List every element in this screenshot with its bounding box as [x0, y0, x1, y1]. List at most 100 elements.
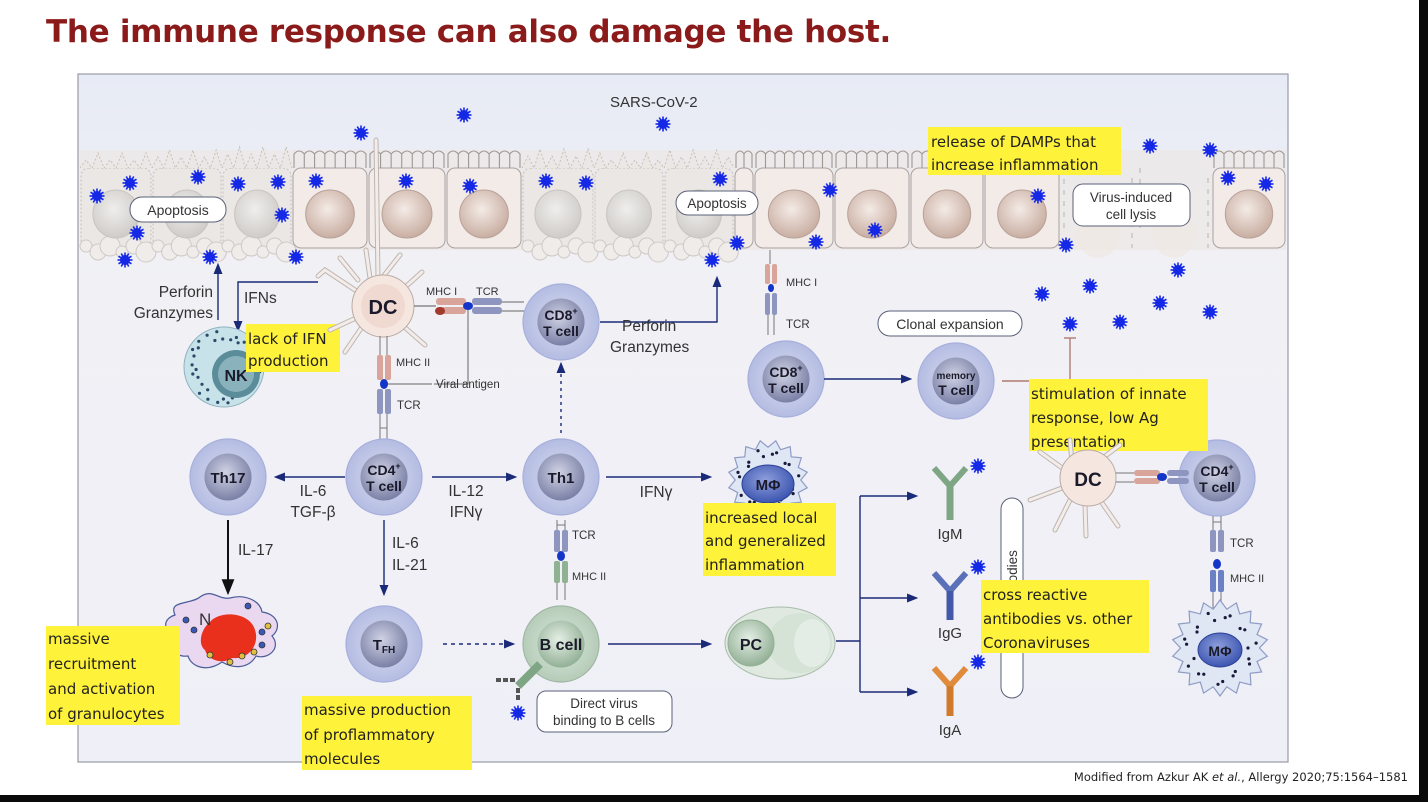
cd4-t-cell: CD4+T cell: [345, 438, 423, 516]
svg-text:IL-12: IL-12: [448, 483, 483, 500]
mhc2-tcr-complex: MHC II TCR: [377, 336, 430, 440]
highlight-proflammatory: massive production of proflammatory mole…: [302, 696, 472, 770]
clonal-expansion-box: Clonal expansion: [877, 310, 1023, 337]
virus-particles: [89, 107, 1274, 721]
svg-text:massive: massive: [48, 630, 110, 648]
igm-antibody: IgM: [931, 466, 969, 543]
svg-text:IgA: IgA: [939, 722, 962, 739]
cell-label: T cell: [1199, 479, 1235, 495]
macrophage-center: MΦ: [727, 439, 809, 521]
virus-icon: [274, 207, 290, 223]
svg-text:Clonal expansion: Clonal expansion: [896, 316, 1003, 332]
svg-text:MHC II: MHC II: [396, 357, 430, 369]
svg-text:DC: DC: [369, 297, 398, 319]
svg-text:stimulation of innate: stimulation of innate: [1031, 385, 1187, 403]
plasma-cell: PC: [724, 606, 836, 680]
cell-label: T cell: [938, 382, 974, 398]
svg-text:MΦ: MΦ: [1208, 643, 1232, 659]
highlight-cross-reactive: cross reactive antibodies vs. other Coro…: [981, 580, 1149, 653]
virus-icon: [462, 178, 478, 194]
svg-text:release of DAMPs that: release of DAMPs that: [931, 133, 1096, 151]
virus-icon: [704, 252, 720, 268]
cell-label: CD8+: [769, 363, 802, 380]
virus-lysis-box: Virus-induced cell lysis: [1072, 183, 1191, 227]
cell-label: CD8+: [544, 306, 577, 323]
mhc1-tcr-complex: MHC I TCR: [414, 286, 524, 315]
virus-icon: [712, 171, 728, 187]
svg-text:TCR: TCR: [397, 400, 421, 412]
virus-icon: [1202, 142, 1218, 158]
iga-antibody: IgA: [931, 666, 969, 739]
virus-icon: [538, 173, 554, 189]
window-edge-bottom: [0, 795, 1428, 802]
svg-text:IgM: IgM: [937, 526, 962, 543]
svg-text:massive production: massive production: [304, 701, 451, 719]
svg-text:binding to B cells: binding to B cells: [553, 713, 655, 728]
svg-text:antibodies vs. other: antibodies vs. other: [983, 610, 1133, 628]
cd8-t-cell-right: CD8+T cell: [747, 340, 825, 418]
svg-text:Apoptosis: Apoptosis: [687, 196, 747, 211]
neutrophil: N: [165, 593, 279, 669]
cell-label: Th1: [548, 470, 575, 487]
virus-icon: [117, 252, 133, 268]
svg-text:production: production: [248, 352, 329, 370]
virus-icon: [1062, 316, 1078, 332]
citation: Modified from Azkur AK et al., Allergy 2…: [1073, 770, 1408, 784]
highlight-damps: release of DAMPs that increase inflammat…: [928, 127, 1121, 175]
virus-icon: [970, 654, 986, 670]
svg-text:Coronaviruses: Coronaviruses: [983, 634, 1090, 652]
svg-text:IFNγ: IFNγ: [450, 504, 483, 521]
direct-virus-box: Direct virus binding to B cells: [536, 690, 673, 733]
cell-label: CD4+: [367, 461, 400, 478]
svg-text:cell lysis: cell lysis: [1106, 207, 1157, 222]
svg-text:Viral antigen: Viral antigen: [436, 379, 500, 391]
svg-text:Direct virus: Direct virus: [570, 696, 638, 711]
svg-text:Granzymes: Granzymes: [610, 339, 689, 356]
virus-icon: [867, 222, 883, 238]
svg-text:TCR: TCR: [1230, 538, 1254, 550]
svg-text:MHC I: MHC I: [426, 286, 457, 298]
virus-icon: [89, 188, 105, 204]
virus-icon: [230, 176, 246, 192]
svg-text:molecules: molecules: [304, 750, 380, 768]
svg-text:TGF-β: TGF-β: [290, 504, 335, 521]
highlight-ifn-lack: lack of IFN production: [246, 324, 340, 372]
cell-label: Th17: [210, 470, 245, 487]
virus-icon: [456, 107, 472, 123]
virus-icon: [288, 249, 304, 265]
svg-text:lack of IFN: lack of IFN: [248, 330, 327, 348]
virus-icon: [510, 705, 526, 721]
svg-text:IFNs: IFNs: [244, 290, 277, 307]
virus-icon: [353, 125, 369, 141]
svg-text:inflammation: inflammation: [705, 556, 804, 574]
virus-icon: [1082, 278, 1098, 294]
virus-icon: [1170, 262, 1186, 278]
svg-text:IgG: IgG: [938, 625, 962, 642]
virus-icon: [729, 235, 745, 251]
svg-text:TCR: TCR: [572, 530, 596, 542]
svg-text:MHC I: MHC I: [786, 277, 817, 289]
highlight-granulocytes: massive recruitment and activation of gr…: [46, 626, 180, 725]
svg-text:presentation: presentation: [1031, 433, 1126, 451]
virus-icon: [190, 169, 206, 185]
virus-icon: [1034, 286, 1050, 302]
svg-text:cross reactive: cross reactive: [983, 586, 1087, 604]
virus-icon: [1058, 237, 1074, 253]
svg-text:Apoptosis: Apoptosis: [147, 202, 208, 218]
svg-text:MHC II: MHC II: [572, 571, 606, 583]
b-cell-receptor: [496, 661, 543, 702]
svg-text:TCR: TCR: [476, 286, 499, 298]
cell-label: T cell: [366, 478, 402, 494]
nk-cell: NK: [183, 326, 265, 408]
svg-text:response, low Ag: response, low Ag: [1031, 409, 1159, 427]
virus-icon: [122, 175, 138, 191]
tfh-cell: TFH: [345, 605, 423, 683]
virus-icon: [398, 173, 414, 189]
virus-icon: [970, 458, 986, 474]
citation-etal: et al.: [1211, 770, 1242, 784]
virus-icon: [1202, 304, 1218, 320]
svg-text:Virus-induced: Virus-induced: [1090, 190, 1172, 205]
cell-label: T cell: [768, 380, 804, 396]
cell-label: memory: [937, 371, 976, 382]
